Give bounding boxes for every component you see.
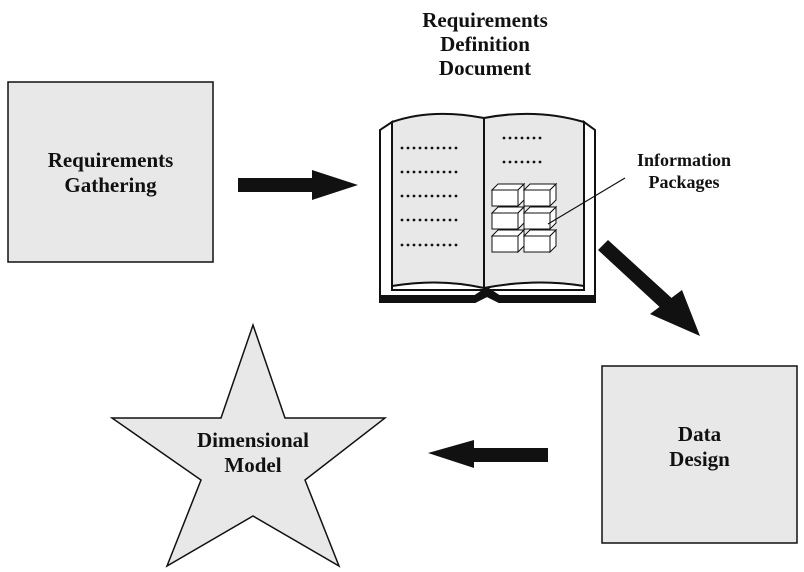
text-dot: [454, 218, 458, 222]
text-dot: [508, 136, 512, 140]
text-dot: [424, 170, 428, 174]
requirements-gathering-box: [7, 81, 214, 263]
text-dot: [412, 146, 416, 150]
data-design-label: Data Design: [669, 422, 730, 472]
text-dot: [520, 136, 524, 140]
text-dot: [436, 194, 440, 198]
text-dot: [412, 243, 416, 247]
text-dot: [406, 194, 410, 198]
text-dot: [436, 218, 440, 222]
text-dot: [400, 146, 404, 150]
text-dot: [442, 146, 446, 150]
text-dot: [436, 146, 440, 150]
text-dot: [532, 160, 536, 164]
document-title-label: Requirements Definition Document: [422, 8, 548, 81]
text-dot: [406, 146, 410, 150]
text-dot: [448, 243, 452, 247]
text-dot: [448, 146, 452, 150]
text-dot: [538, 160, 542, 164]
text-dot: [436, 170, 440, 174]
text-dot: [430, 243, 434, 247]
text-dot: [400, 170, 404, 174]
text-dot: [400, 243, 404, 247]
text-dot: [418, 194, 422, 198]
text-dot: [502, 136, 506, 140]
text-dot: [424, 243, 428, 247]
text-dot: [442, 194, 446, 198]
text-dot: [430, 218, 434, 222]
arrow-document-to-data-design: [598, 240, 700, 336]
information-packages-cubes: [490, 182, 558, 254]
text-dot: [400, 218, 404, 222]
requirements-gathering-label: Requirements Gathering: [47, 148, 174, 198]
text-dot: [406, 243, 410, 247]
text-dot: [412, 218, 416, 222]
text-dot: [430, 170, 434, 174]
dimensional-model-star: [109, 322, 388, 568]
text-dot: [412, 194, 416, 198]
text-dot: [532, 136, 536, 140]
text-dot: [418, 218, 422, 222]
text-dot: [436, 243, 440, 247]
arrow-gathering-to-document: [238, 170, 358, 200]
text-dot: [538, 136, 542, 140]
text-dot: [442, 170, 446, 174]
text-dot: [424, 146, 428, 150]
text-dot: [424, 218, 428, 222]
text-dot: [418, 243, 422, 247]
cube-icon: [490, 205, 526, 231]
arrow-data-design-to-dimensional-model: [428, 440, 548, 468]
text-dot: [406, 218, 410, 222]
document-book-icon: [379, 112, 596, 303]
data-design-box: [601, 365, 798, 544]
text-dot: [526, 160, 530, 164]
text-dot: [454, 194, 458, 198]
right-page-text-lines: [502, 136, 542, 164]
text-dot: [424, 194, 428, 198]
text-dot: [448, 218, 452, 222]
text-dot: [448, 170, 452, 174]
text-dot: [442, 243, 446, 247]
text-dot: [418, 146, 422, 150]
left-page-text-lines: [400, 146, 458, 247]
cube-icon: [490, 228, 526, 254]
text-dot: [514, 160, 518, 164]
text-dot: [430, 146, 434, 150]
text-dot: [454, 243, 458, 247]
text-dot: [406, 170, 410, 174]
cube-icon: [522, 228, 558, 254]
text-dot: [454, 146, 458, 150]
dimensional-model-label: Dimensional Model: [196, 428, 309, 478]
text-dot: [454, 170, 458, 174]
text-dot: [442, 218, 446, 222]
text-dot: [514, 136, 518, 140]
text-dot: [526, 136, 530, 140]
information-packages-pointer: [547, 177, 626, 225]
cube-icon: [490, 182, 526, 208]
text-dot: [400, 194, 404, 198]
text-dot: [418, 170, 422, 174]
information-packages-label: Information Packages: [637, 150, 731, 192]
text-dot: [448, 194, 452, 198]
cube-icon: [522, 182, 558, 208]
text-dot: [508, 160, 512, 164]
cube-icon: [522, 205, 558, 231]
text-dot: [430, 194, 434, 198]
text-dot: [412, 170, 416, 174]
text-dot: [520, 160, 524, 164]
text-dot: [502, 160, 506, 164]
